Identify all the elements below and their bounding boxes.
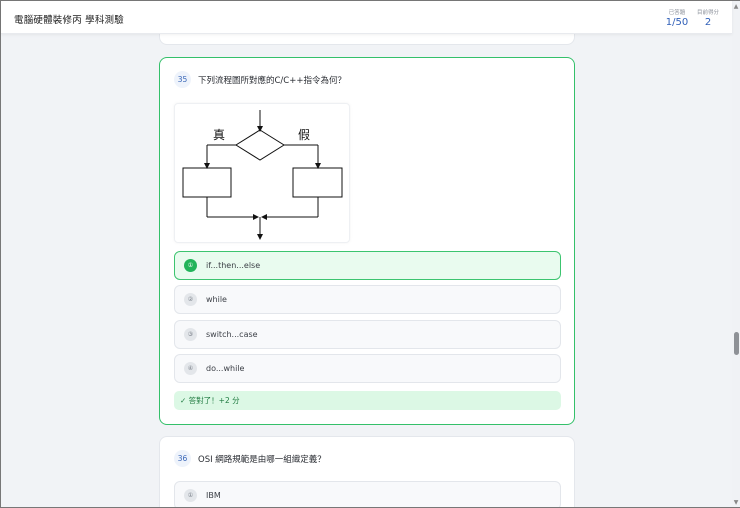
answered-label: 已答題	[668, 10, 686, 16]
vertical-scrollbar[interactable]: ▲ ▼	[732, 1, 740, 508]
option-4[interactable]: ④ do...while	[174, 354, 561, 383]
score-label: 目前得分	[696, 10, 719, 16]
false-label: 假	[298, 128, 310, 142]
question-text: OSI 網路規範是由哪一組織定義？	[198, 454, 326, 465]
app-header: 電腦硬體裝修丙 學科測驗 已答題 1/50 目前得分 2	[1, 1, 732, 34]
answer-feedback: ✓ 答對了！+2 分	[174, 391, 561, 410]
option-1[interactable]: ① if...then...else	[174, 251, 561, 280]
option-index-icon: ④	[184, 362, 197, 375]
question-header: 36 OSI 網路規範是由哪一組織定義？	[174, 450, 326, 467]
option-text: do...while	[206, 364, 245, 373]
question-list: 35 下列流程圖所對應的C/C++指令為何？	[1, 34, 732, 508]
option-text: IBM	[206, 491, 221, 500]
option-text: while	[206, 295, 227, 304]
question-number-badge: 36	[174, 450, 191, 467]
question-text: 下列流程圖所對應的C/C++指令為何？	[198, 75, 346, 86]
app-title: 電腦硬體裝修丙 學科測驗	[14, 15, 124, 26]
answered-value: 1/50	[665, 17, 689, 28]
option-index-icon: ②	[184, 293, 197, 306]
flowchart-diagram: 真 假	[182, 110, 343, 240]
option-text: if...then...else	[206, 261, 261, 270]
question-header: 35 下列流程圖所對應的C/C++指令為何？	[174, 71, 346, 88]
option-index-icon: ①	[184, 259, 197, 272]
question-card-35: 35 下列流程圖所對應的C/C++指令為何？	[159, 57, 575, 425]
question-card-36: 36 OSI 網路規範是由哪一組織定義？ ① IBM	[159, 436, 575, 508]
flowchart-figure: 真 假	[174, 103, 350, 243]
score-value: 2	[704, 17, 712, 28]
scrollbar-thumb[interactable]	[734, 332, 739, 355]
score-stat: 目前得分 2	[696, 8, 720, 28]
option-1[interactable]: ① IBM	[174, 481, 561, 508]
question-number-badge: 35	[174, 71, 191, 88]
answered-stat: 已答題 1/50	[664, 8, 690, 28]
option-2[interactable]: ② while	[174, 285, 561, 314]
option-index-icon: ③	[184, 328, 197, 341]
option-text: switch...case	[206, 330, 258, 339]
option-3[interactable]: ③ switch...case	[174, 320, 561, 349]
option-index-icon: ①	[184, 489, 197, 502]
true-label: 真	[213, 128, 225, 142]
scroll-down-arrow-icon[interactable]: ▼	[733, 499, 739, 506]
scroll-up-arrow-icon[interactable]: ▲	[733, 3, 739, 10]
question-card-previous	[159, 34, 575, 45]
